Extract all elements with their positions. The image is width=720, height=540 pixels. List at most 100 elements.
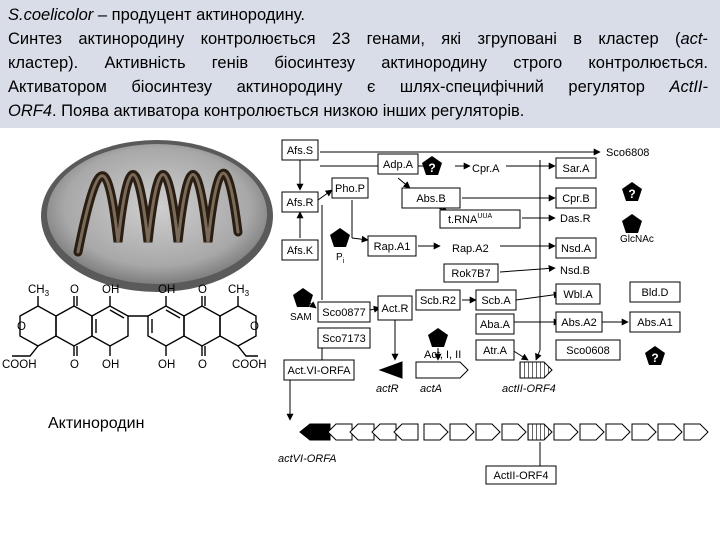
scba-box bbox=[475, 289, 517, 311]
sco7173-label: Sco7173 bbox=[322, 333, 365, 345]
atra-label: Atr.A bbox=[483, 345, 508, 357]
gene-arrow bbox=[327, 423, 353, 441]
actii-orf4-protein-box bbox=[485, 465, 557, 485]
actvi-orfa-box bbox=[283, 359, 355, 381]
gene-arrow bbox=[349, 423, 375, 441]
rapa2-label: Rap.A2 bbox=[452, 243, 489, 255]
absb-label: Abs.B bbox=[416, 193, 445, 205]
gene-arrow bbox=[631, 423, 657, 441]
trna-box bbox=[439, 209, 521, 229]
cooh-label-right: COOH bbox=[232, 359, 267, 371]
oxo-label: O bbox=[70, 359, 79, 371]
wbla-label: Wbl.A bbox=[563, 289, 593, 301]
rapa1-box bbox=[367, 235, 417, 257]
afsk-box bbox=[281, 239, 319, 261]
ch3-label-left: CH3 bbox=[28, 284, 50, 298]
nsda-box bbox=[555, 237, 597, 259]
sara-label: Sar.A bbox=[563, 163, 591, 175]
unknown-pentagon bbox=[622, 182, 642, 201]
rapa1-label: Rap.A1 bbox=[374, 241, 411, 253]
header-actii-italic: ActII- bbox=[669, 78, 708, 96]
adpa-box bbox=[377, 153, 419, 175]
atra-box bbox=[475, 339, 515, 361]
bldd-box bbox=[629, 281, 681, 303]
ring bbox=[55, 305, 93, 347]
gene-label-actii-orf4: actII-ORF4 bbox=[502, 383, 556, 395]
cpra-label: Cpr.A bbox=[472, 163, 500, 175]
cooh-label-left: COOH bbox=[2, 359, 37, 371]
oxo-label: O bbox=[198, 359, 207, 371]
question-mark: ? bbox=[628, 187, 635, 201]
hydroxy-label: OH bbox=[102, 359, 119, 371]
question-mark: ? bbox=[428, 161, 435, 175]
trna-label: t.RNAUUA bbox=[448, 213, 492, 226]
absa1-label: Abs.A1 bbox=[637, 317, 672, 329]
question-marks: ? ? ? bbox=[428, 161, 658, 365]
wbla-box bbox=[555, 283, 601, 305]
act-pentagon bbox=[428, 328, 448, 347]
rok7b7-label: Rok7B7 bbox=[451, 268, 490, 280]
sco0608-label: Sco0608 bbox=[566, 345, 609, 357]
gene-arrow bbox=[683, 423, 709, 441]
gene-arrow bbox=[371, 423, 397, 441]
sco7173-box bbox=[317, 327, 371, 349]
bldd-label: Bld.D bbox=[642, 287, 669, 299]
effector-labels: Pi SAM GlcNAc Act, I, II bbox=[290, 234, 654, 361]
nsda-label: Nsd.A bbox=[561, 243, 592, 255]
petri-dish-photo bbox=[38, 132, 276, 292]
actinorhodin-structure bbox=[12, 296, 258, 357]
afss-label: Afs.S bbox=[287, 145, 313, 157]
gene-arrow bbox=[475, 423, 501, 441]
abaa-label: Aba.A bbox=[480, 319, 511, 331]
header-panel: S.coelicolor – продуцент актинородину. С… bbox=[0, 0, 720, 128]
gene-arrow-acta bbox=[415, 361, 469, 379]
absa2-label: Abs.A2 bbox=[561, 317, 596, 329]
gene-arrow bbox=[501, 423, 527, 441]
sam-pentagon bbox=[293, 288, 313, 307]
sco0608-box bbox=[555, 339, 621, 361]
ring bbox=[147, 305, 185, 347]
hydroxy-label: OH bbox=[158, 359, 175, 371]
molecule-caption: Актинородин bbox=[48, 415, 144, 432]
unknown-pentagon bbox=[645, 346, 665, 365]
actr-label: Act.R bbox=[382, 303, 409, 315]
scba-label: Scb.A bbox=[481, 295, 511, 307]
adpa-label: Adp.A bbox=[383, 159, 414, 171]
sco0877-box bbox=[317, 301, 371, 323]
gene-arrow-actii-orf4 bbox=[519, 361, 553, 379]
nsdb-label: Nsd.B bbox=[560, 265, 590, 277]
oxo-label: O bbox=[198, 284, 207, 296]
gene-arrow bbox=[423, 423, 449, 441]
hydroxy-label: OH bbox=[102, 284, 119, 296]
gene-label-actvi-orfa: actVI-ORFA bbox=[278, 453, 336, 465]
gene-arrow bbox=[449, 423, 475, 441]
header-line-5-text: . Поява активатора контролюється низкою … bbox=[52, 102, 525, 120]
sco6808-label: Sco6808 bbox=[606, 147, 649, 159]
ring-oxygen-label: O bbox=[17, 321, 26, 333]
header-line-2: Синтез актинородину контролюється 23 ген… bbox=[8, 28, 708, 50]
phop-box bbox=[331, 177, 369, 199]
header-line-4-text: Активатором біосинтезу актинородину є шл… bbox=[8, 78, 670, 96]
hydroxy-label: OH bbox=[158, 284, 175, 296]
header-line-5: ORF4. Поява активатора контролюється низ… bbox=[8, 100, 708, 122]
glcnac-label: GlcNAc bbox=[620, 234, 654, 245]
header-orf4-italic: ORF4 bbox=[8, 102, 53, 120]
question-mark: ? bbox=[651, 351, 658, 365]
header-line-1-text: – продуцент актинородину. bbox=[93, 6, 305, 24]
header-line-3: кластер). Активність генів біосинтезу ак… bbox=[8, 54, 708, 72]
organism-name: S.coelicolor bbox=[8, 6, 94, 24]
gene-label-acta: actA bbox=[420, 383, 442, 395]
afsr-label: Afs.R bbox=[287, 197, 314, 209]
gene-arrow bbox=[657, 423, 683, 441]
cprb-label: Cpr.B bbox=[562, 193, 590, 205]
gene-arrow-actii-orf4-cluster bbox=[527, 423, 553, 441]
header-line-1: S.coelicolor – продуцент актинородину. bbox=[8, 4, 708, 26]
ring bbox=[91, 305, 129, 347]
gene-label-actr: actR bbox=[376, 383, 399, 395]
header-line-2-dash: - bbox=[702, 30, 709, 48]
gene-arrow bbox=[553, 423, 579, 441]
header-line-4: Активатором біосинтезу актинородину є шл… bbox=[8, 76, 708, 98]
header-line-2-text: Синтез актинородину контролюється 23 ген… bbox=[8, 30, 681, 48]
gene-arrow-actvi-orfa bbox=[299, 423, 331, 441]
header-act-italic: act bbox=[680, 30, 703, 48]
